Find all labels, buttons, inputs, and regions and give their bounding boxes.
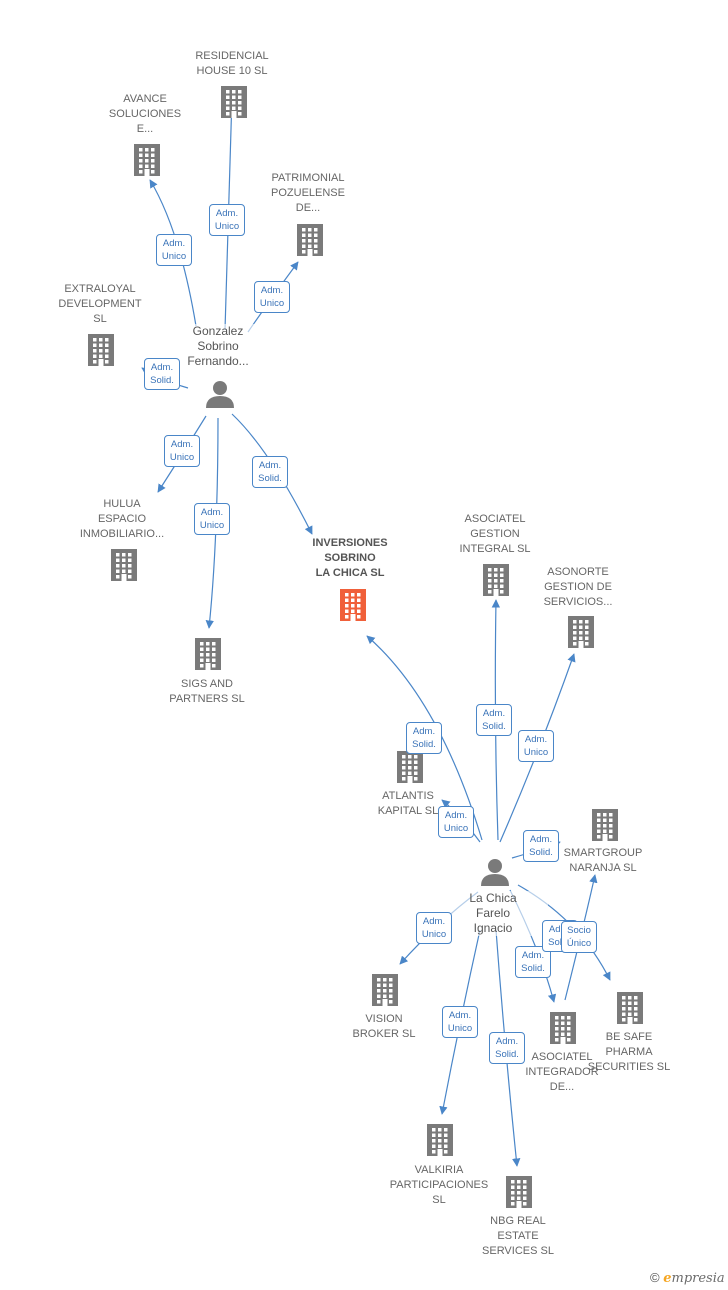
edge-role-badge: Adm. Unico	[209, 204, 245, 236]
company-label-inversiones[interactable]: INVERSIONES SOBRINO LA CHICA SL	[312, 537, 388, 579]
edge-role-badge: Adm. Unico	[438, 806, 474, 838]
edge-role-badge: Adm. Unico	[254, 281, 290, 313]
building-icon[interactable]	[550, 1012, 576, 1044]
company-label-asociatel_in[interactable]: ASOCIATEL INTEGRADOR DE...	[525, 1051, 599, 1093]
person-icon[interactable]	[206, 381, 234, 408]
company-label-avance[interactable]: AVANCE SOLUCIONES E...	[108, 93, 182, 135]
edge-role-badge: Adm. Solid.	[252, 456, 288, 488]
building-icon[interactable]	[372, 974, 398, 1006]
edge-role-badge: Adm. Solid.	[476, 704, 512, 736]
building-icon[interactable]	[340, 589, 366, 621]
company-label-valkiria[interactable]: VALKIRIA PARTICIPACIONES SL	[389, 1164, 489, 1206]
building-icon[interactable]	[568, 616, 594, 648]
building-icon[interactable]	[221, 86, 247, 118]
edge-role-badge: Adm. Solid.	[523, 830, 559, 862]
edge-role-badge: Adm. Unico	[518, 730, 554, 762]
company-label-atlantis[interactable]: ATLANTIS KAPITAL SL	[377, 790, 439, 817]
footer-brand: © empresia	[650, 1270, 725, 1286]
company-label-asociatel_gi[interactable]: ASOCIATEL GESTION INTEGRAL SL	[459, 513, 531, 555]
building-icon[interactable]	[297, 224, 323, 256]
company-label-vision[interactable]: VISION BROKER SL	[352, 1013, 416, 1040]
edge-role-badge: Adm. Unico	[156, 234, 192, 266]
building-icon[interactable]	[134, 144, 160, 176]
company-label-extraloyal[interactable]: EXTRALOYAL DEVELOPMENT SL	[58, 283, 142, 325]
building-icon[interactable]	[483, 564, 509, 596]
company-label-residencial[interactable]: RESIDENCIAL HOUSE 10 SL	[195, 50, 269, 77]
edge-role-badge: Adm. Solid.	[406, 722, 442, 754]
building-icon[interactable]	[195, 638, 221, 670]
edge-role-badge: Adm. Unico	[194, 503, 230, 535]
company-label-besafe[interactable]: BE SAFE PHARMA SECURITIES SL	[587, 1031, 671, 1073]
company-label-smartgroup[interactable]: SMARTGROUP NARANJA SL	[563, 847, 643, 874]
building-icon[interactable]	[111, 549, 137, 581]
edge-role-badge: Adm. Solid.	[489, 1032, 525, 1064]
building-icon[interactable]	[592, 809, 618, 841]
building-icon[interactable]	[506, 1176, 532, 1208]
building-icon[interactable]	[88, 334, 114, 366]
person-icon[interactable]	[481, 859, 509, 886]
company-label-sigs[interactable]: SIGS AND PARTNERS SL	[169, 678, 245, 705]
edge-role-badge: Adm. Unico	[442, 1006, 478, 1038]
company-label-hulua[interactable]: HULUA ESPACIO INMOBILIARIO...	[79, 498, 165, 540]
person-label-gonzalez[interactable]: Gonzalez Sobrino Fernando...	[163, 324, 273, 369]
copyright-symbol: ©	[650, 1270, 660, 1285]
company-label-nbg[interactable]: NBG REAL ESTATE SERVICES SL	[482, 1215, 554, 1257]
empresia-logo: empresia	[663, 1271, 725, 1286]
edge-role-badge: Adm. Unico	[164, 435, 200, 467]
edge-role-badge: Adm. Solid.	[144, 358, 180, 390]
edge-role-badge: Adm. Unico	[416, 912, 452, 944]
building-icon[interactable]	[397, 751, 423, 783]
edge-role-badge: Socio Único	[561, 921, 597, 953]
building-icon[interactable]	[617, 992, 643, 1024]
building-icon[interactable]	[427, 1124, 453, 1156]
company-label-patrimonial[interactable]: PATRIMONIAL POZUELENSE DE...	[271, 172, 345, 214]
company-label-asonorte[interactable]: ASONORTE GESTION DE SERVICIOS...	[543, 566, 613, 608]
person-label-lachica[interactable]: La Chica Farelo Ignacio	[438, 891, 548, 936]
